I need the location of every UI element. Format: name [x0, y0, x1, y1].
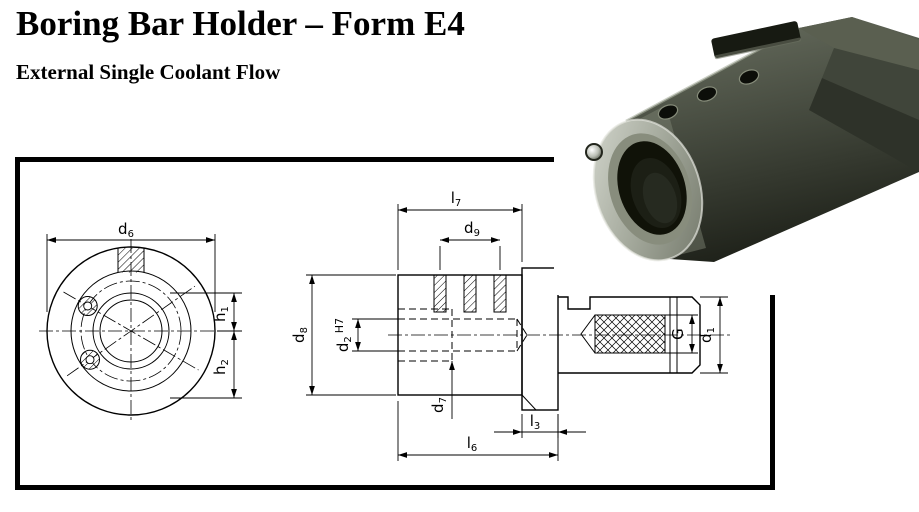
dim-label-d9: d9	[464, 219, 480, 239]
clamp-screw-hole-lower	[80, 349, 100, 370]
dim-label-d6: d6	[118, 220, 134, 240]
shank-facets	[799, 17, 919, 172]
dim-label-l6: l6	[467, 434, 478, 454]
dim-label-d1: d1	[697, 327, 717, 343]
clamp-slot-section	[117, 248, 145, 273]
dim-label-d2: d2H7	[333, 318, 354, 352]
coolant-ball	[585, 143, 603, 161]
product-photo-svg	[554, 0, 919, 295]
clamp-screw-hole-upper	[77, 296, 98, 316]
dimension-l7: l7	[397, 189, 523, 270]
clamping-slot	[711, 21, 801, 60]
holder-bore	[617, 141, 687, 235]
set-screw-holes	[657, 69, 760, 120]
dim-label-l3: l3	[530, 412, 541, 432]
dim-label-d8: d8	[290, 327, 310, 343]
bore-hidden-lines	[398, 308, 528, 362]
dim-label-g: G	[669, 328, 687, 340]
dimension-d2: d2H7	[333, 318, 398, 352]
dimension-d9: d9	[439, 219, 501, 270]
coolant-thread	[580, 314, 666, 354]
dimension-l6: l6	[397, 401, 559, 461]
dim-label-h2: h2	[211, 359, 231, 375]
product-photo	[554, 0, 919, 295]
dimension-d1: d1	[697, 296, 728, 374]
dim-label-d7: d7	[429, 397, 449, 413]
dimension-d6: d6	[46, 220, 216, 312]
set-screw-sections	[433, 274, 507, 313]
page-subtitle: External Single Coolant Flow	[16, 60, 281, 84]
dim-label-h1: h1	[211, 306, 231, 322]
dim-label-l7: l7	[451, 189, 462, 209]
dimension-d8: d8	[290, 274, 396, 396]
front-view: d6 h1 h2	[39, 220, 242, 423]
technical-drawing: d6 h1 h2	[39, 189, 732, 461]
dimension-l3: l3	[494, 412, 586, 438]
dimension-h1-h2: h1 h2	[170, 292, 242, 399]
side-view: l7 d9 d8	[290, 189, 732, 461]
dimension-d7: d7	[429, 361, 455, 419]
page-title: Boring Bar Holder – Form E4	[16, 4, 465, 43]
dimension-g: G	[665, 314, 698, 354]
